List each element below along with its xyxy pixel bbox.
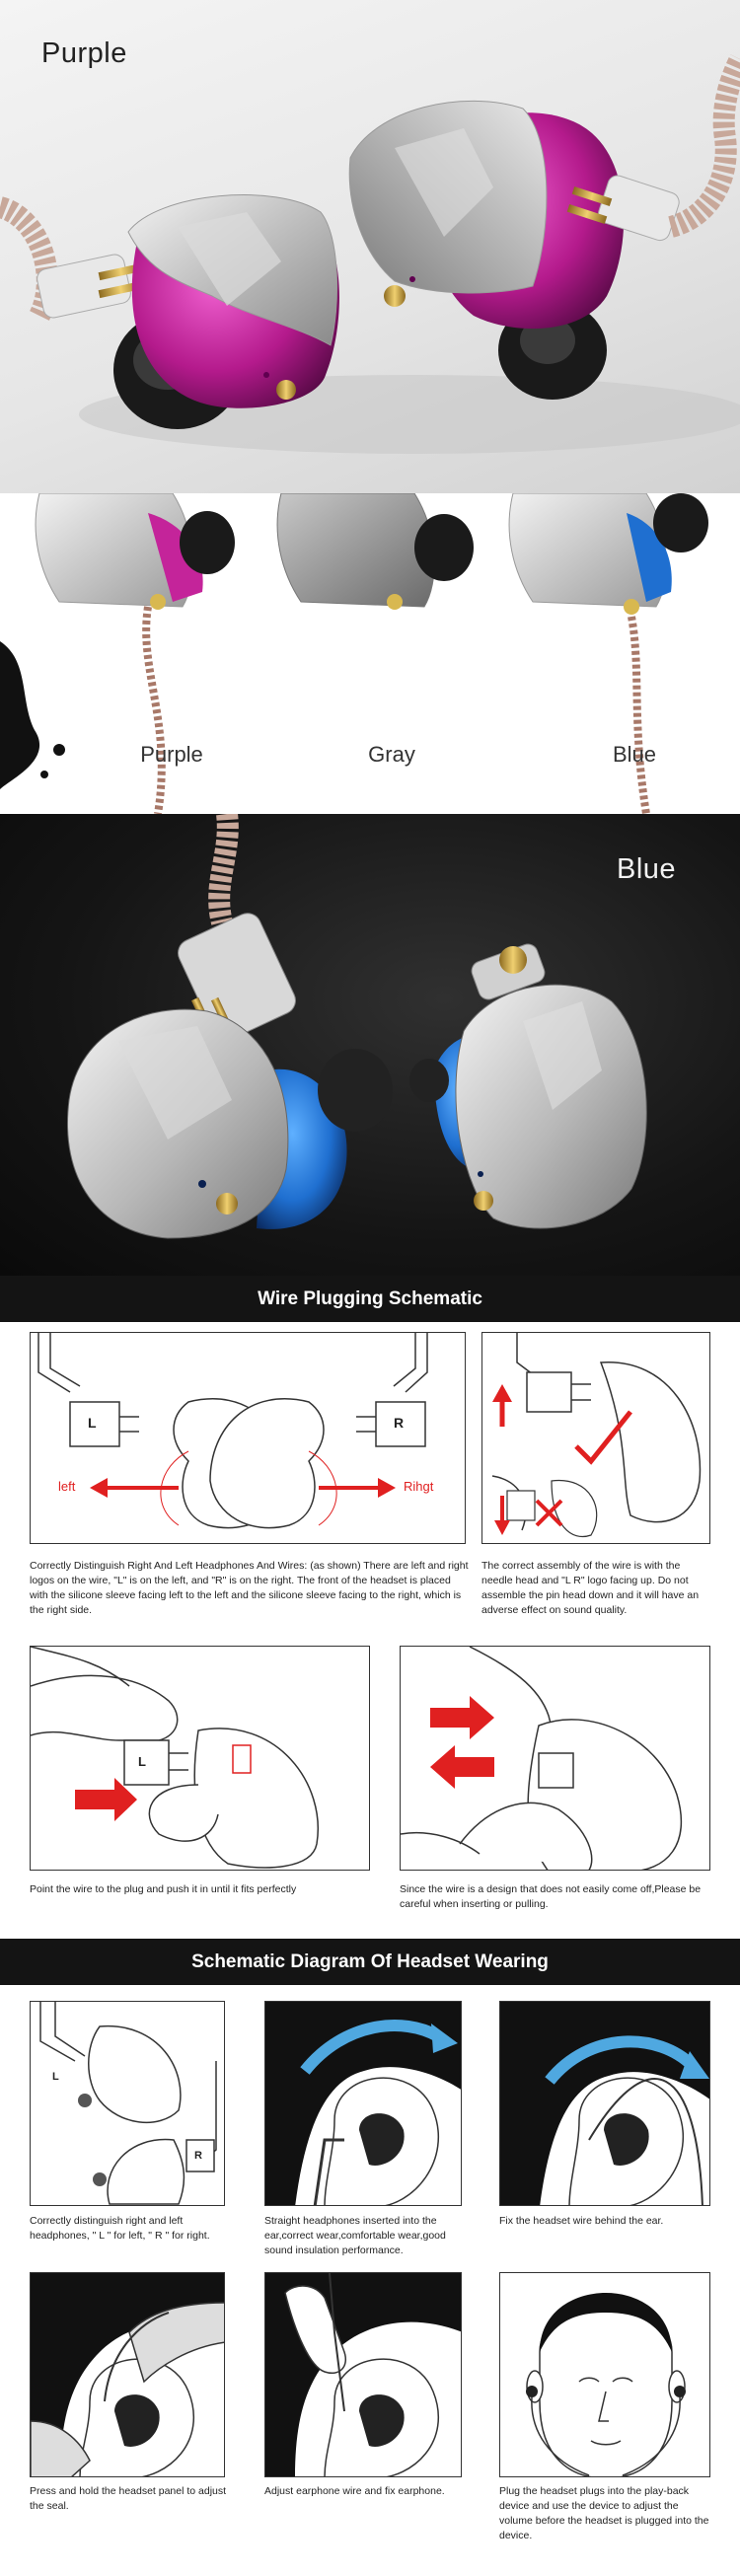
wearing-caption-5: Adjust earphone wire and fix earphone. [264, 2485, 445, 2497]
color-variants-section: Purple Gray Blue [0, 493, 740, 814]
variant-label-gray: Gray [368, 742, 415, 767]
hero-purple-title: Purple [41, 37, 127, 69]
purple-earphones-image [0, 54, 740, 454]
wire-caption-2: The correct assembly of the wire is with… [481, 1560, 700, 1616]
insert-wire-diagram [31, 1647, 319, 1869]
color-variants-image [0, 493, 708, 814]
plug-left-letter: L [88, 1415, 97, 1431]
careful-insert-diagram [401, 1647, 683, 1870]
lr-earphones-diagram [39, 2002, 217, 2205]
wire-panel-correct-assembly [481, 1332, 710, 1544]
behind-ear-diagram [500, 2002, 709, 2205]
wearing-panel-adjust [264, 2272, 462, 2477]
rotate-arrow-icon [300, 2020, 441, 2075]
push-arrow-icon [75, 1778, 137, 1821]
wearing-panel-insert-ear [264, 2001, 462, 2206]
wearing-panel-plug-device [499, 2272, 710, 2477]
right-arrow-icon [430, 1696, 494, 1739]
wire-section-title-bar: Wire Plugging Schematic [0, 1276, 740, 1322]
variant-label-blue: Blue [612, 742, 657, 767]
left-right-wire-diagram [37, 1333, 428, 1529]
wire-panel-careful [400, 1646, 710, 1871]
hero-purple-section: Purple [0, 0, 740, 493]
variant-label-purple: Purple [140, 742, 203, 767]
wearing-plug-right: R [194, 2150, 202, 2162]
wearing-caption-3: Fix the headset wire behind the ear. [499, 2215, 664, 2227]
wire-panel-left-right: L R left Rihgt [30, 1332, 466, 1544]
cross-icon [535, 1499, 563, 1527]
wearing-caption-1: Correctly distinguish right and left hea… [30, 2215, 210, 2242]
wearing-panel-press [30, 2272, 225, 2477]
blue-earphones-image [67, 814, 647, 1239]
wearing-plug-left: L [52, 2071, 59, 2083]
wire-caption-4: Since the wire is a design that does not… [400, 1883, 702, 1910]
wearing-panel-behind-ear [499, 2001, 710, 2206]
wire-caption-1: Correctly Distinguish Right And Left Hea… [30, 1560, 469, 1616]
wire-caption-3: Point the wire to the plug and push it i… [30, 1883, 297, 1895]
wearing-panel-lr: L R [30, 2001, 225, 2206]
adjust-wire-diagram [265, 2273, 461, 2476]
rotate-arrow-icon [545, 2035, 698, 2085]
label-left: left [58, 1479, 76, 1494]
plug-left-letter-insert: L [138, 1754, 146, 1769]
hero-blue-section: Blue [0, 814, 740, 1276]
correct-assembly-diagram [491, 1333, 702, 1537]
insert-ear-diagram [265, 2002, 461, 2205]
wearing-section-title-bar: Schematic Diagram Of Headset Wearing [0, 1939, 740, 1985]
press-panel-diagram [31, 2273, 224, 2476]
left-arrow-icon [430, 1745, 494, 1789]
plug-device-diagram [526, 2293, 686, 2476]
plug-right-letter: R [394, 1415, 405, 1431]
wearing-caption-4: Press and hold the headset panel to adju… [30, 2485, 227, 2512]
wearing-caption-2: Straight headphones inserted into the ea… [264, 2215, 446, 2256]
checkmark-icon [574, 1410, 632, 1465]
label-right: Rihgt [404, 1479, 434, 1494]
wearing-caption-6: Plug the headset plugs into the play-bac… [499, 2485, 709, 2541]
wire-panel-insert: L [30, 1646, 370, 1871]
hero-blue-title: Blue [617, 853, 677, 885]
